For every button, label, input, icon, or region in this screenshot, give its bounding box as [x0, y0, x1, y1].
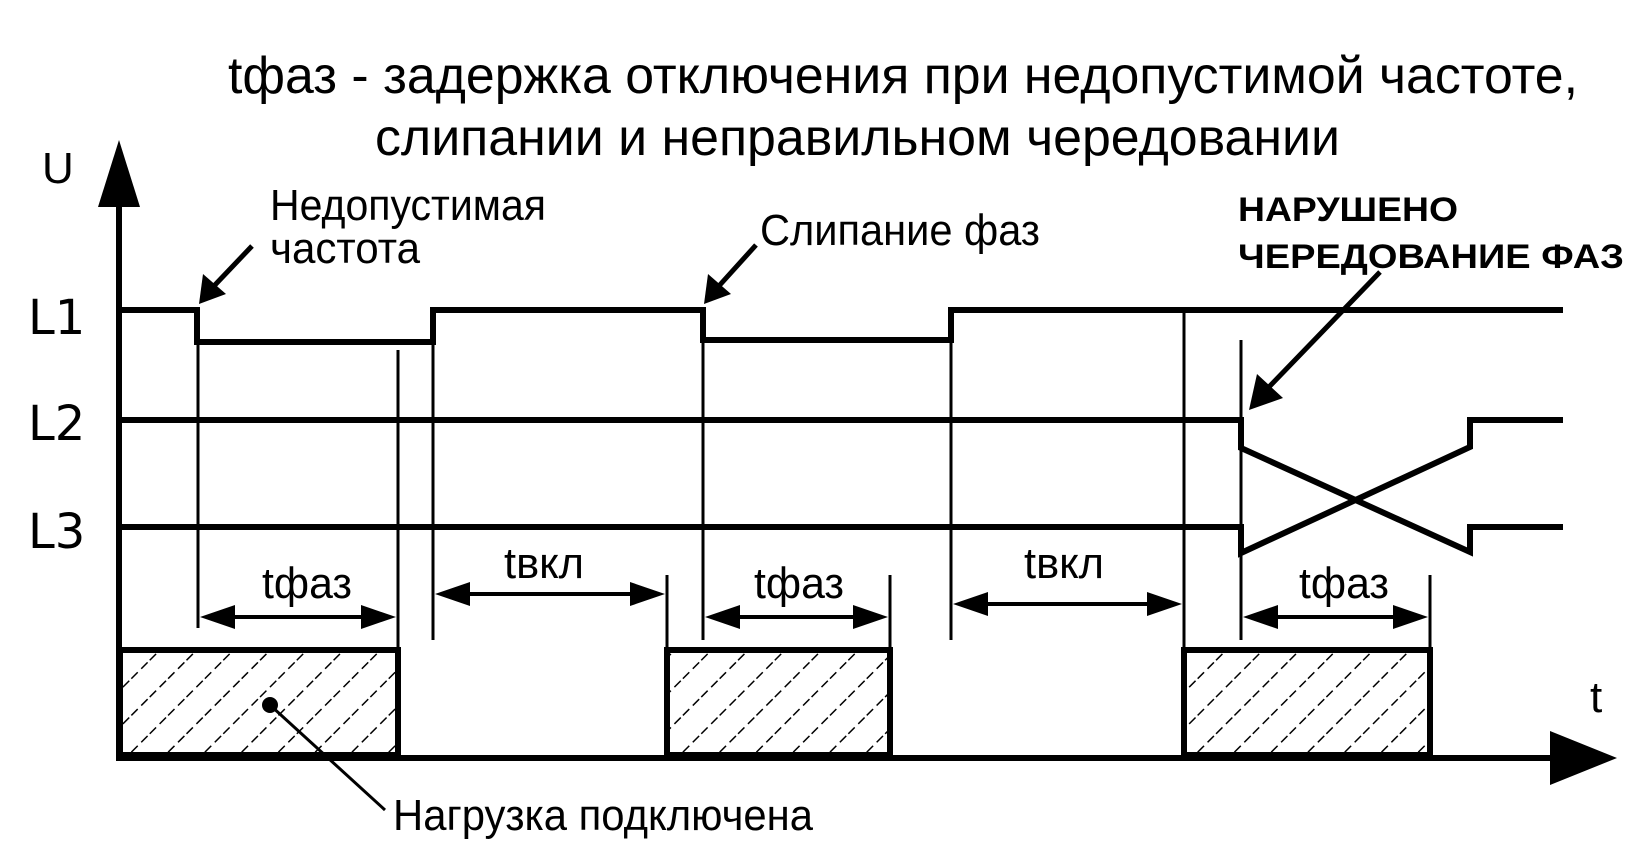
annotation-freq-line-2: частота [270, 224, 421, 273]
interval-label-tvkl-2: tвкл [1024, 539, 1104, 588]
interval-arrow-1 [200, 605, 396, 629]
annotation-sticking: Слипание фаз [760, 206, 1040, 255]
interval-arrows [200, 582, 1428, 629]
load-block-2 [664, 647, 893, 758]
interval-arrow-3 [705, 605, 888, 629]
load-block-3 [1181, 647, 1433, 758]
phase-l1-signal [120, 307, 1563, 345]
title-line-1: tфаз - задержка отключения при недопусти… [228, 47, 1578, 105]
phase-label-l2: L2 [28, 396, 85, 452]
x-axis-label: t [1590, 673, 1602, 722]
annotation-sticking-arrow [704, 243, 758, 304]
interval-markers [196, 312, 1432, 650]
phase-label-l3: L3 [28, 504, 85, 560]
annotation-rotation-line-2: ЧЕРЕДОВАНИЕ ФАЗ [1238, 238, 1624, 276]
annotation-freq-line-1: Недопустимая [270, 181, 546, 230]
interval-label-tfaz-3: tфаз [1299, 559, 1389, 608]
annotation-rotation-line-1: НАРУШЕНО [1238, 191, 1458, 229]
annotation-load: Нагрузка подключена [393, 791, 813, 840]
y-axis-label: U [42, 144, 74, 193]
interval-arrow-4 [953, 592, 1182, 616]
interval-label-tfaz-2: tфаз [754, 559, 844, 608]
interval-label-tfaz-1: tфаз [262, 559, 352, 608]
load-block-1 [117, 647, 401, 758]
interval-label-tvkl-1: tвкл [504, 539, 584, 588]
annotation-rotation-arrow [1249, 270, 1382, 410]
interval-arrow-5 [1243, 605, 1428, 629]
phase-label-l1: L1 [28, 290, 85, 346]
interval-arrow-2 [435, 582, 665, 606]
annotation-freq-arrow [199, 244, 254, 304]
phase-l3-signal [120, 417, 1563, 558]
phase-l2-signal [120, 417, 1563, 557]
load-indicator-line [268, 703, 387, 812]
title-line-2: слипании и неправильном чередовании [375, 109, 1340, 167]
